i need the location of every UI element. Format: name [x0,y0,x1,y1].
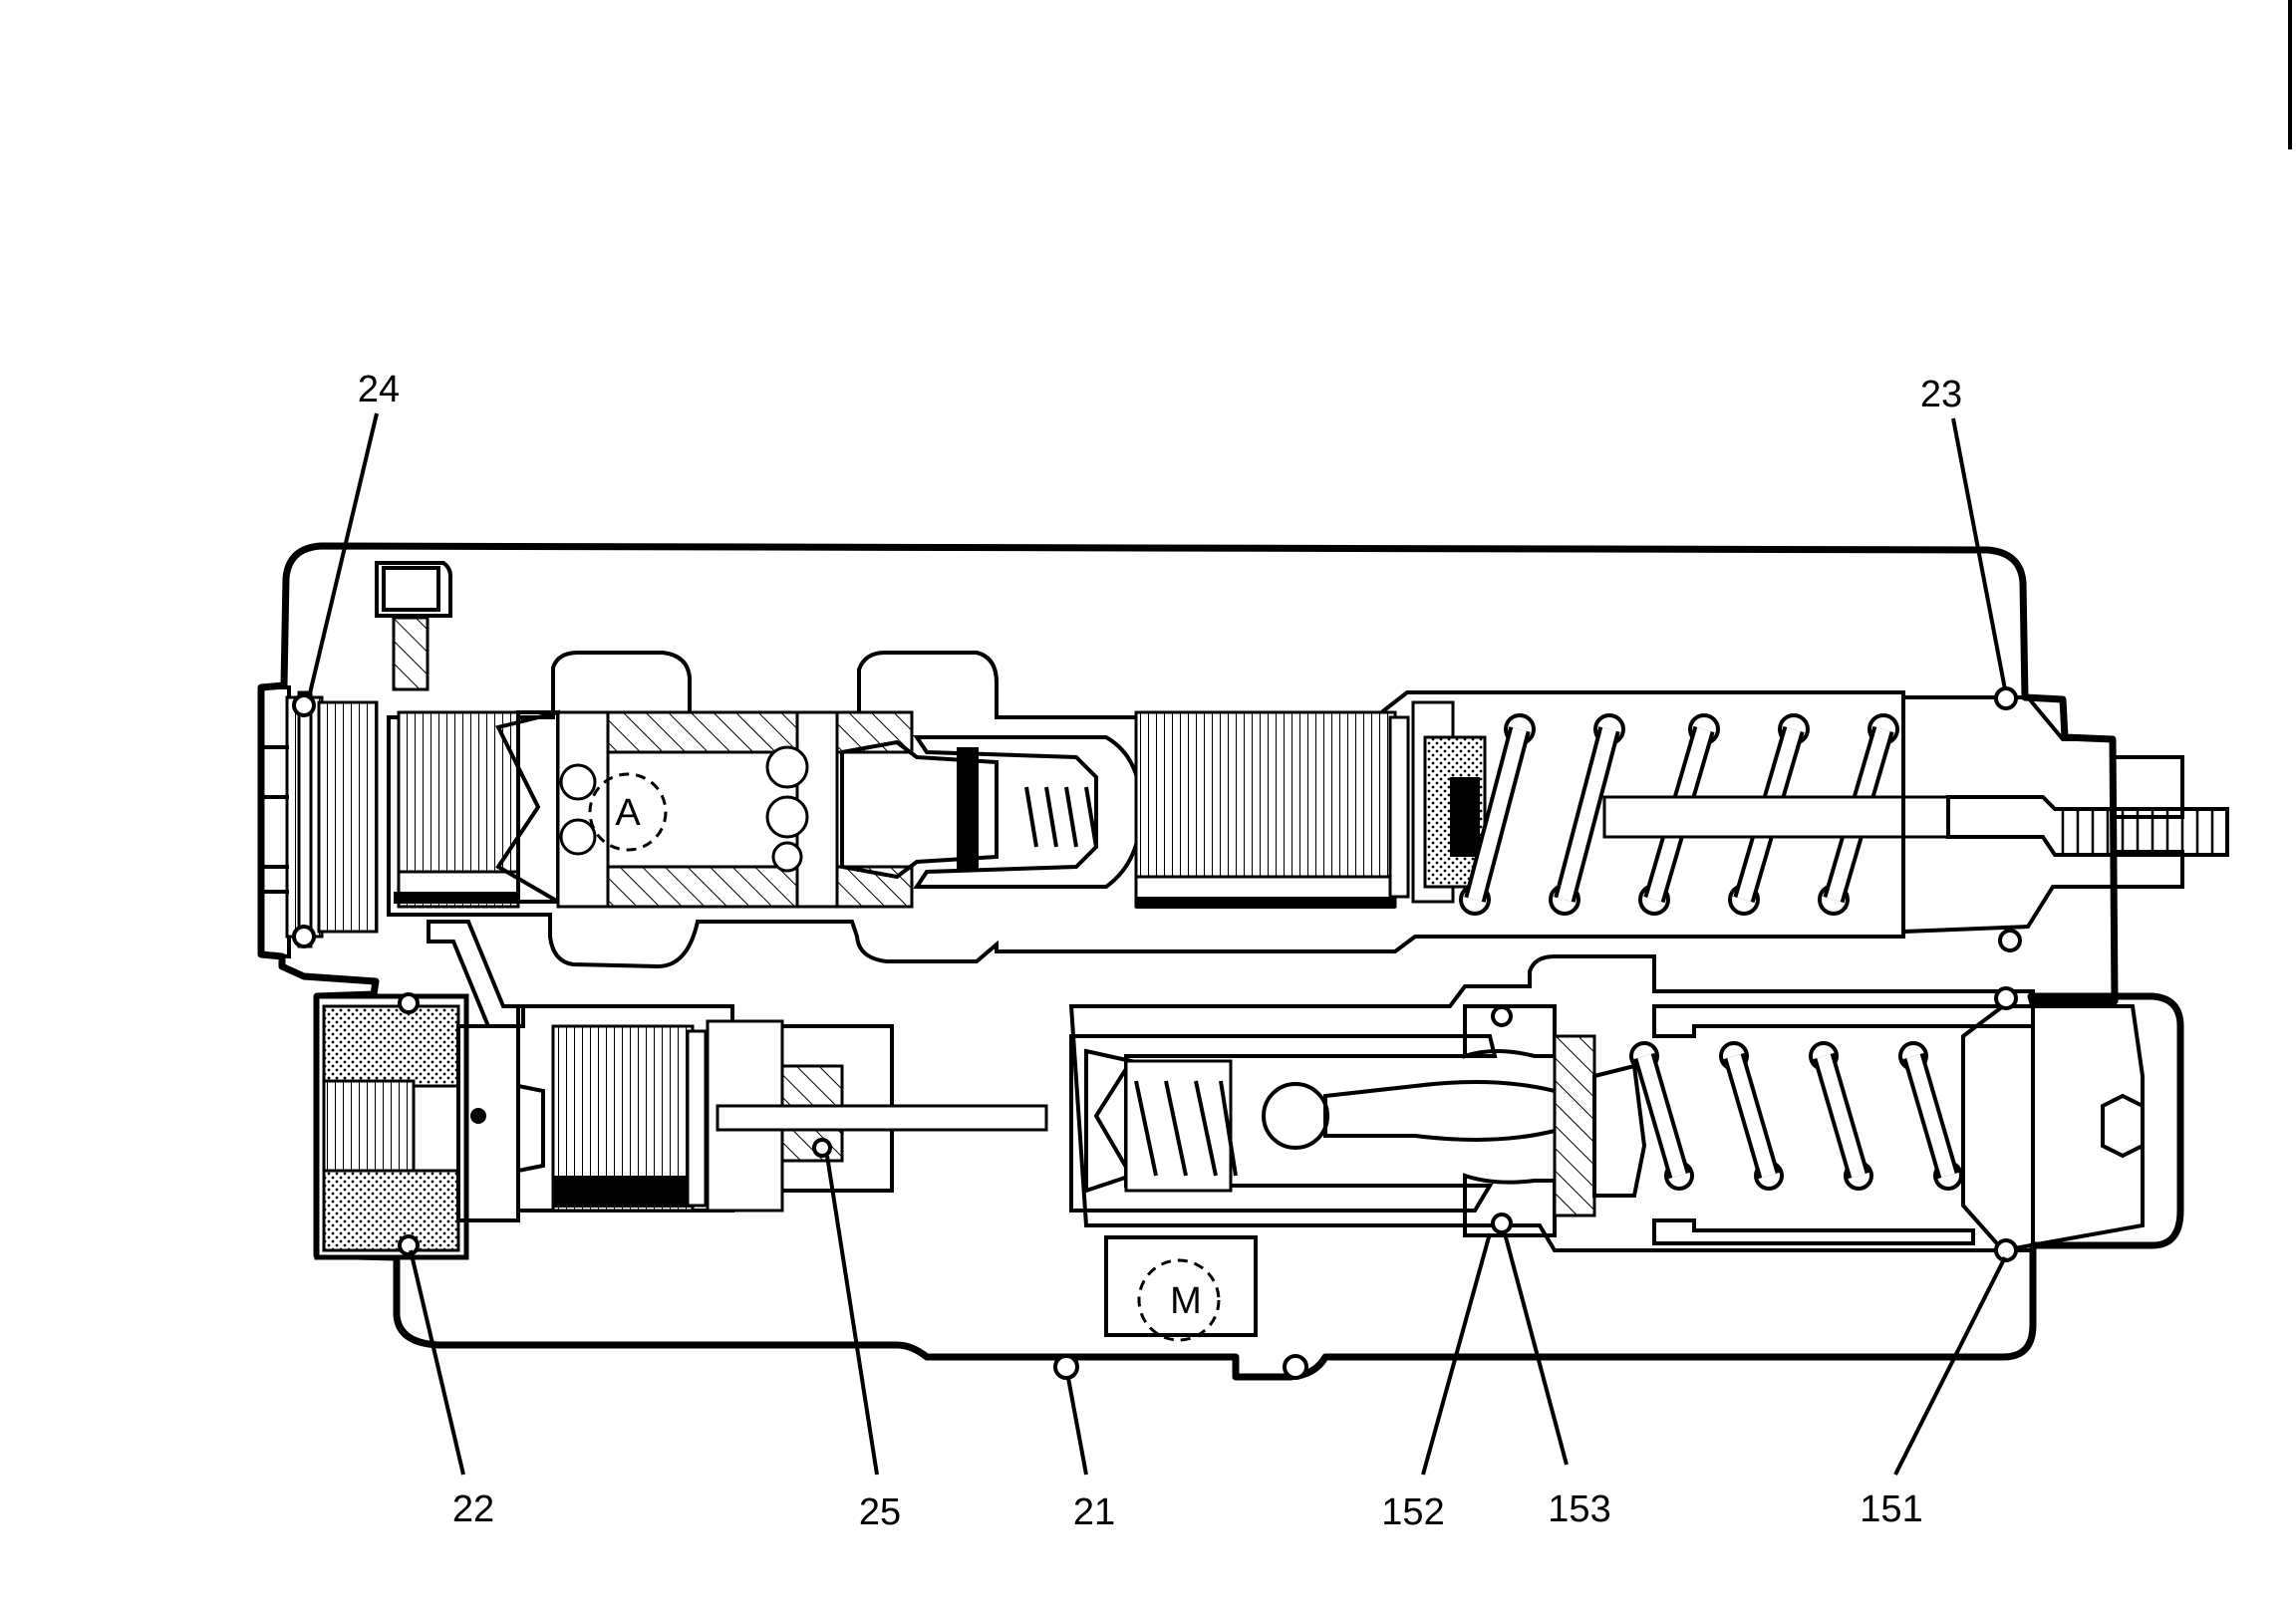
callout-22: 22 [452,1488,494,1530]
upper-bore [387,651,1905,969]
callout-21: 21 [1073,1491,1115,1533]
lower-pilot-assembly [551,1019,1048,1213]
upper-spool: A [394,709,1410,909]
callout-leaders [307,412,2007,1476]
callout-151: 151 [1860,1488,1922,1530]
lower-left-plug [314,920,545,1260]
upper-spring-chamber [1411,700,1950,916]
set-screw [375,561,452,691]
callout-23: 23 [1920,374,1962,415]
lower-spring-chamber [1553,986,2145,1262]
lower-poppet [1069,1004,1572,1237]
upper-left-end-cap [259,685,379,959]
port-label-a: A [615,792,641,834]
callout-152: 152 [1381,1491,1444,1533]
upper-right-plug [1901,686,2229,952]
callout-25: 25 [859,1491,901,1533]
bottom-o-rings [292,693,1308,1380]
lower-poppet-spring [1134,1080,1238,1177]
callout-24: 24 [358,369,400,410]
callout-labels: 24 23 22 25 21 152 153 151 [358,369,1962,1533]
callout-153: 153 [1548,1488,1610,1530]
lower-spring-coils [1629,1041,1963,1191]
upper-poppet-spring [1024,786,1098,848]
port-label-m: M [1170,1280,1202,1322]
